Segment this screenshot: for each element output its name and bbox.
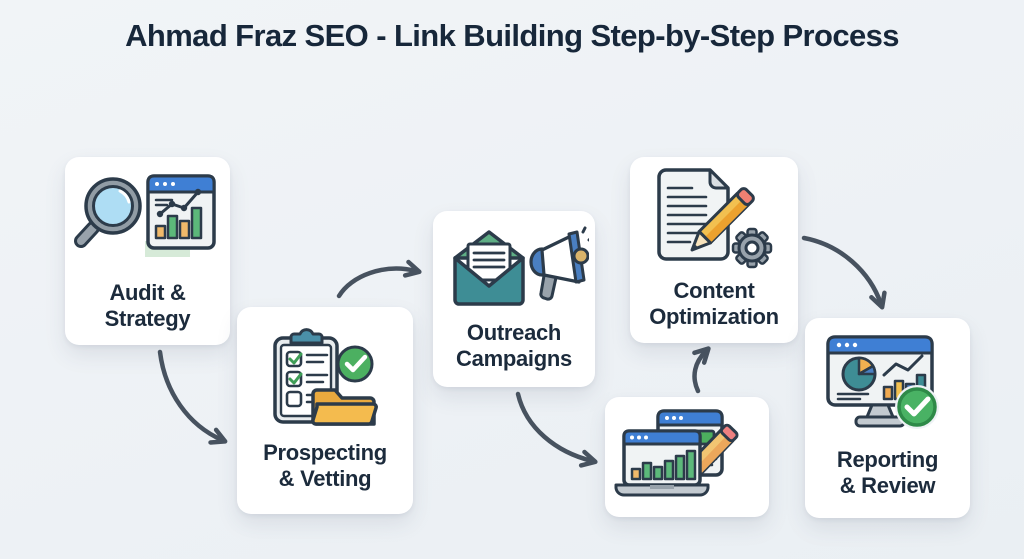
step-label: Content Optimization (649, 278, 779, 329)
step-label: Audit & Strategy (104, 280, 191, 331)
step-card-content-optimization: Content Optimization (630, 157, 798, 343)
step-label: Outreach Campaigns (456, 320, 572, 371)
page-title: Ahmad Fraz SEO - Link Building Step-by-S… (125, 18, 899, 53)
flow-arrow-1 (157, 349, 228, 445)
flow-arrow-5 (801, 235, 887, 310)
step-card-reporting-review: Reporting & Review (805, 318, 970, 518)
envelope-megaphone-icon (453, 226, 589, 306)
flow-arrow-2 (336, 259, 422, 299)
step-card-link-implementation (605, 397, 769, 517)
monitor-report-check-icon (825, 335, 939, 430)
clipboard-checklist-folder-icon (273, 327, 378, 426)
step-label: Reporting & Review (836, 447, 939, 498)
document-pencil-gear-icon (657, 168, 773, 269)
flow-arrow-3 (515, 391, 598, 468)
step-card-prospecting-vetting: Prospecting & Vetting (237, 307, 413, 514)
flow-arrow-4 (692, 346, 711, 394)
laptop-chart-pencil-icon (614, 409, 739, 497)
step-label: Prospecting & Vetting (263, 439, 387, 491)
step-card-outreach-campaigns: Outreach Campaigns (433, 211, 595, 387)
magnifier-analytics-icon (73, 174, 216, 258)
step-card-audit-strategy: Audit & Strategy (65, 157, 230, 345)
